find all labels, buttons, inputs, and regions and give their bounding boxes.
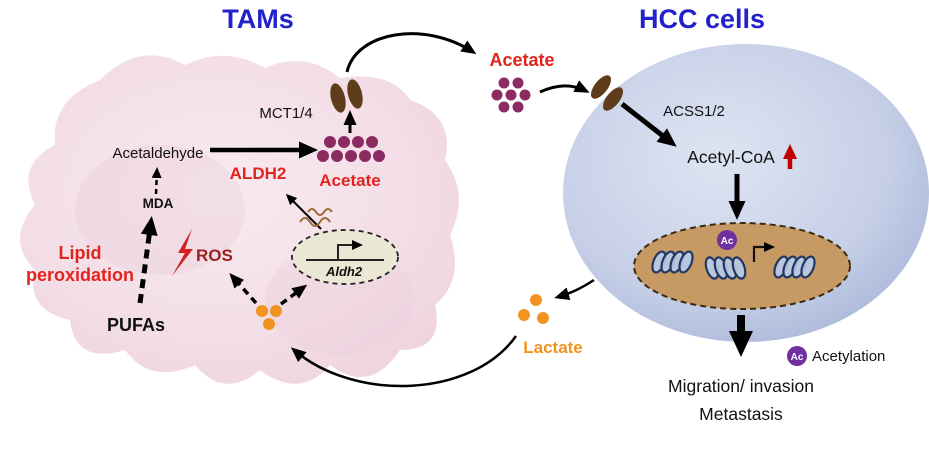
mct-transporter-icon [330, 79, 363, 113]
ros-lightning-icon [172, 229, 193, 276]
intercellular-lactate-dots [518, 294, 549, 324]
lactate-label: Lactate [523, 338, 583, 357]
tam-acetate-label: Acetate [319, 171, 380, 190]
aldh2-enzyme-label: ALDH2 [230, 164, 287, 183]
acetylation-mark-icon: Ac [717, 230, 737, 250]
tam-cell-membrane [20, 55, 459, 384]
legend-acetylation-label: Acetylation [812, 348, 885, 365]
mda-label: MDA [143, 196, 174, 211]
aldh2-gene-module: Aldh2 [291, 229, 399, 285]
aldh2-gene-label: Aldh2 [325, 264, 363, 279]
hcc-title: HCC cells [639, 4, 765, 34]
migration-invasion-label: Migration/ invasion [668, 376, 814, 396]
arrow-lactate-to-ros [229, 273, 258, 305]
tam-lactate-dots [256, 305, 282, 330]
acetyl-coa-label: Acetyl-CoA [687, 147, 775, 167]
pufas-label: PUFAs [107, 315, 165, 335]
arrow-pufas-to-mda [137, 216, 158, 304]
legend-ac-icon [787, 346, 807, 366]
arrow-tam-to-acetate [345, 32, 477, 73]
arrow-lactate-to-tam [290, 335, 518, 388]
tam-acetate-dots [317, 136, 385, 162]
acss12-label: ACSS1/2 [663, 103, 725, 120]
arrow-gene-to-aldh2 [285, 193, 322, 230]
dna-coil-icon [651, 250, 694, 274]
arrow-lactate-to-gene [279, 284, 308, 306]
hcc-transporter-icon [590, 75, 624, 111]
arrow-acetate-to-hcc [539, 80, 590, 94]
arrow-mda-to-acetaldehyde [151, 167, 162, 195]
intercellular-acetate-dots [491, 77, 531, 113]
arrow-hcc-to-lactate [554, 278, 595, 300]
mct14-label: MCT1/4 [259, 105, 312, 122]
lipid-peroxidation-label-line2: peroxidation [26, 265, 134, 285]
gene-promoter-arrow [337, 240, 363, 260]
acetaldehyde-label: Acetaldehyde [113, 145, 204, 162]
acetylation-legend: Ac Acetylation [787, 346, 885, 366]
tams-title: TAMs [222, 4, 294, 34]
transcription-arrow [752, 242, 775, 262]
hcc-nucleus: Ac [633, 222, 851, 310]
dna-coil-icon [773, 255, 816, 279]
ac-mark-label: Ac [721, 236, 734, 247]
arrow-acss-to-acetylcoa [620, 102, 677, 147]
legend-ac-label: Ac [791, 352, 804, 363]
tam-cell-body [20, 55, 459, 384]
dna-coil-icon [704, 256, 747, 280]
metastasis-label: Metastasis [699, 404, 783, 424]
ros-label: ROS [196, 246, 233, 265]
lipid-peroxidation-label-line1: Lipid [59, 243, 102, 263]
mrna-squiggle-icon [299, 208, 333, 227]
intercellular-acetate-label: Acetate [489, 50, 554, 70]
tam-shading-patch [75, 145, 245, 275]
